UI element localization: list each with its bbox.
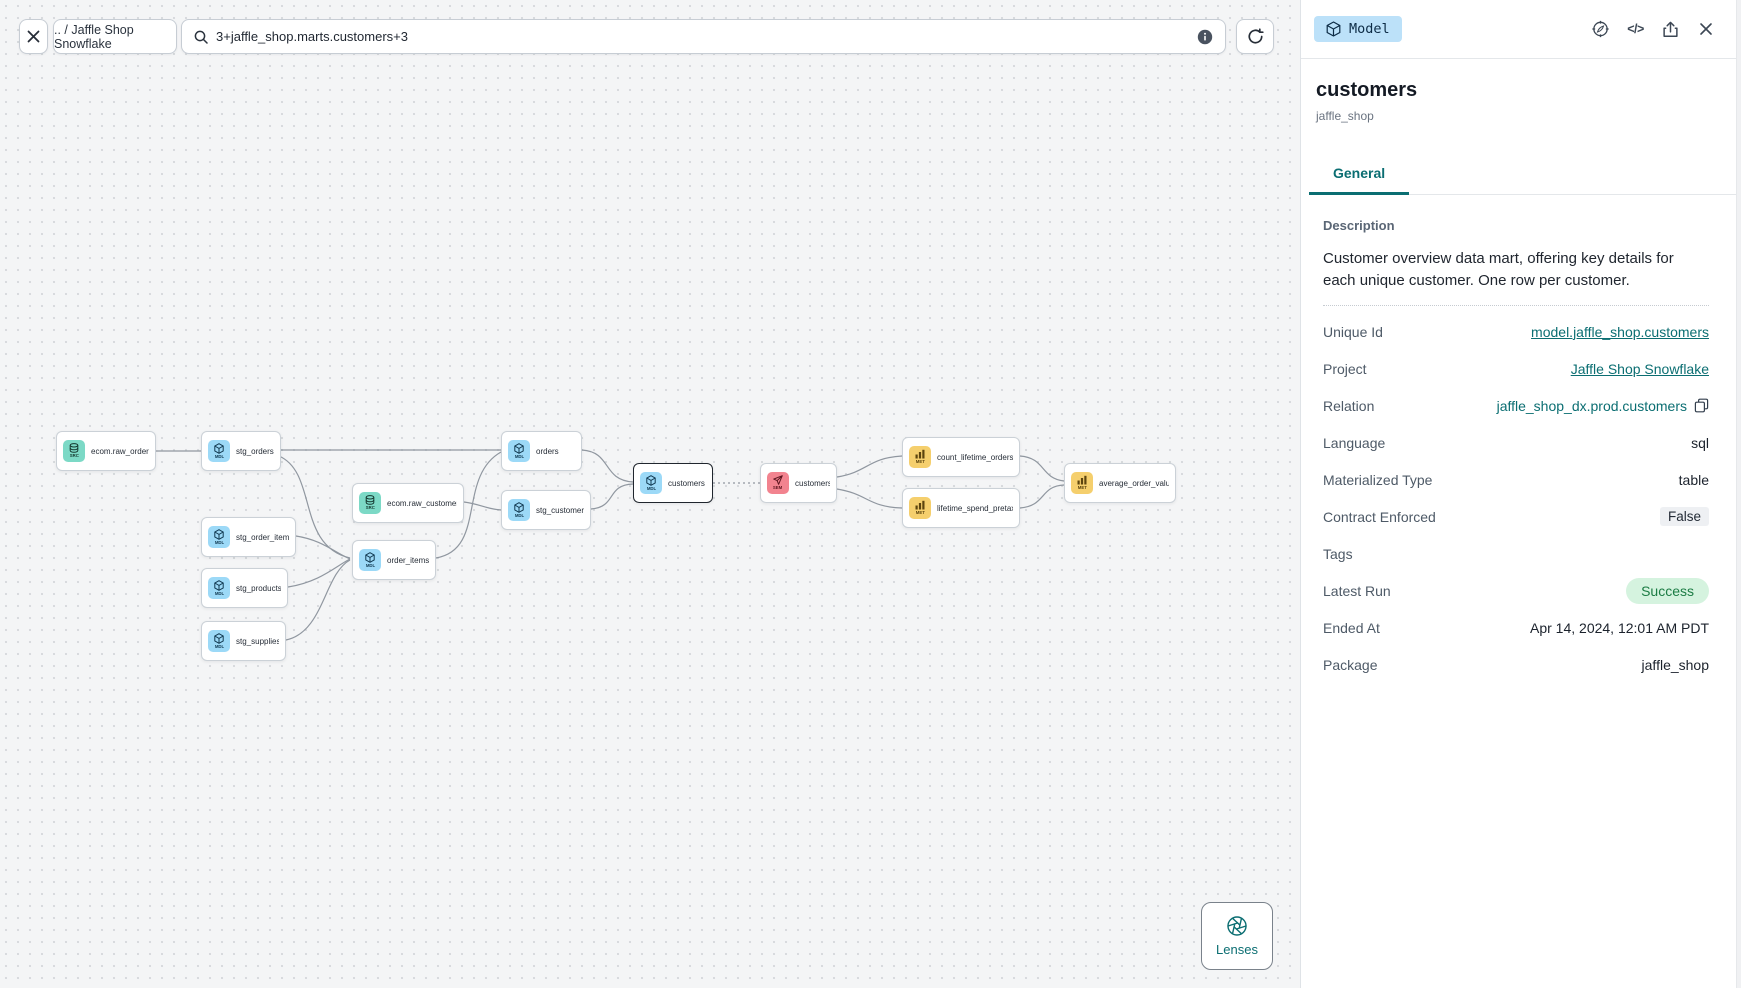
package-subtitle: jaffle_shop bbox=[1316, 109, 1374, 123]
graph-node-ecom-raw-orders[interactable]: SRC ecom.raw_orders bbox=[56, 431, 156, 471]
model-icon: MDL bbox=[508, 499, 530, 521]
explore-button[interactable] bbox=[1591, 20, 1610, 39]
contract-enforced-badge: False bbox=[1659, 507, 1709, 526]
search-input[interactable] bbox=[216, 29, 1189, 44]
status-badge: Success bbox=[1626, 577, 1709, 604]
lineage-search-bar[interactable] bbox=[181, 19, 1226, 54]
resource-type-badge: Model bbox=[1314, 16, 1402, 42]
close-icon bbox=[27, 30, 40, 43]
field-row-materialized-type: Materialized Type table bbox=[1323, 471, 1709, 488]
relation-value: jaffle_shop_dx.prod.customers bbox=[1496, 397, 1687, 414]
compass-icon bbox=[1592, 20, 1609, 38]
tab-general[interactable]: General bbox=[1309, 156, 1410, 195]
package-value: jaffle_shop bbox=[1641, 656, 1709, 673]
graph-node-order-items[interactable]: MDL order_items bbox=[352, 540, 436, 580]
semantic-model-icon: SEM bbox=[767, 472, 789, 494]
graph-node-count-lifetime-orders[interactable]: MET count_lifetime_orders bbox=[902, 437, 1020, 477]
graph-node-average-order-value[interactable]: MET average_order_value bbox=[1064, 463, 1176, 503]
field-row-unique-id: Unique Id model.jaffle_shop.customers bbox=[1323, 323, 1709, 340]
page-title: customers bbox=[1316, 79, 1418, 101]
source-icon: SRC bbox=[63, 440, 85, 462]
model-icon: MDL bbox=[640, 472, 662, 494]
model-cube-icon bbox=[1326, 21, 1341, 37]
source-icon: SRC bbox=[359, 492, 381, 514]
graph-node-stg-customers[interactable]: MDL stg_customers bbox=[501, 490, 591, 530]
ended-at-value: Apr 14, 2024, 12:01 AM PDT bbox=[1530, 619, 1709, 636]
field-row-ended-at: Ended At Apr 14, 2024, 12:01 AM PDT bbox=[1323, 619, 1709, 636]
graph-node-customers-model[interactable]: MDL customers bbox=[633, 463, 713, 503]
metric-icon: MET bbox=[909, 446, 931, 468]
graph-node-stg-order-items[interactable]: MDL stg_order_items bbox=[201, 517, 296, 557]
field-row-package: Package jaffle_shop bbox=[1323, 656, 1709, 673]
metric-icon: MET bbox=[1071, 472, 1093, 494]
field-row-language: Language sql bbox=[1323, 434, 1709, 451]
view-code-button[interactable]: </> bbox=[1626, 20, 1645, 39]
lineage-canvas[interactable]: SRC ecom.raw_orders MDL stg_orders MDL s… bbox=[0, 0, 1300, 988]
graph-node-orders[interactable]: MDL orders bbox=[501, 431, 582, 471]
model-icon: MDL bbox=[508, 440, 530, 462]
materialized-type-value: table bbox=[1678, 471, 1709, 488]
share-icon bbox=[1663, 21, 1678, 37]
graph-node-stg-supplies[interactable]: MDL stg_supplies bbox=[201, 621, 286, 661]
copy-relation-button[interactable] bbox=[1694, 398, 1709, 413]
code-icon: </> bbox=[1627, 22, 1644, 36]
breadcrumb[interactable]: .. / Jaffle Shop Snowflake bbox=[53, 19, 177, 54]
refresh-button[interactable] bbox=[1236, 19, 1274, 54]
language-value: sql bbox=[1691, 434, 1709, 451]
metric-icon: MET bbox=[909, 497, 931, 519]
field-row-project: Project Jaffle Shop Snowflake bbox=[1323, 360, 1709, 377]
panel-header: Model </> bbox=[1301, 0, 1741, 59]
graph-node-ecom-raw-customers[interactable]: SRC ecom.raw_customers bbox=[352, 483, 464, 523]
graph-node-stg-orders[interactable]: MDL stg_orders bbox=[201, 431, 281, 471]
model-icon: MDL bbox=[208, 577, 230, 599]
graph-node-stg-products[interactable]: MDL stg_products bbox=[201, 568, 288, 608]
model-icon: MDL bbox=[208, 440, 230, 462]
panel-scrollbar[interactable] bbox=[1736, 0, 1741, 988]
model-icon: MDL bbox=[208, 630, 230, 652]
close-panel-button[interactable] bbox=[1696, 20, 1715, 39]
project-link[interactable]: Jaffle Shop Snowflake bbox=[1570, 360, 1709, 377]
graph-node-customers-semantic[interactable]: SEM customers bbox=[760, 463, 837, 503]
field-row-tags: Tags bbox=[1323, 545, 1353, 562]
field-row-relation: Relation jaffle_shop_dx.prod.customers bbox=[1323, 387, 1709, 424]
search-icon bbox=[194, 30, 208, 44]
refresh-icon bbox=[1247, 28, 1264, 44]
info-icon[interactable] bbox=[1197, 29, 1213, 45]
close-lineage-button[interactable] bbox=[19, 19, 48, 54]
field-row-contract-enforced: Contract Enforced False bbox=[1323, 498, 1709, 535]
share-button[interactable] bbox=[1661, 20, 1680, 39]
panel-tabs: General bbox=[1309, 156, 1741, 195]
copy-icon bbox=[1694, 398, 1709, 413]
model-icon: MDL bbox=[359, 549, 381, 571]
panel-actions: </> bbox=[1591, 20, 1715, 39]
description-label: Description bbox=[1323, 218, 1395, 233]
lenses-button[interactable]: Lenses bbox=[1201, 902, 1273, 970]
model-icon: MDL bbox=[208, 526, 230, 548]
lenses-aperture-icon bbox=[1227, 916, 1247, 936]
graph-node-lifetime-spend-pretax[interactable]: MET lifetime_spend_pretax bbox=[902, 488, 1020, 528]
close-icon bbox=[1699, 23, 1712, 35]
description-text: Customer overview data mart, offering ke… bbox=[1323, 248, 1709, 306]
details-panel: Model </> customers jaffle_shop General … bbox=[1300, 0, 1741, 988]
unique-id-link[interactable]: model.jaffle_shop.customers bbox=[1531, 323, 1709, 340]
field-row-latest-run: Latest Run Success bbox=[1323, 572, 1709, 609]
